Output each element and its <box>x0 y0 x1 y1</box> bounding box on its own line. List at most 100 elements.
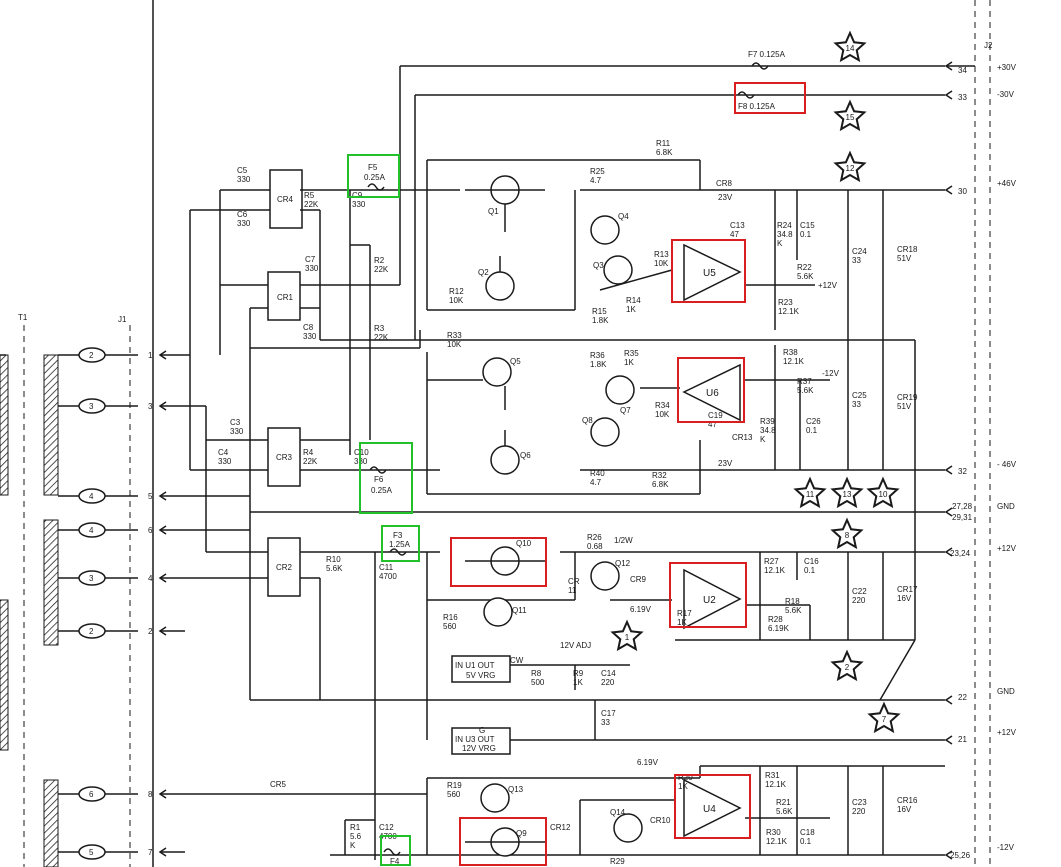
test-point-star: 2 <box>830 649 864 682</box>
highlight-fuse-f4 <box>380 835 411 866</box>
transistor-q8: Q8 <box>582 416 620 447</box>
rail-2324-label: +12V <box>997 544 1017 553</box>
regulator-u3-line1: IN U3 OUT <box>455 735 495 744</box>
j1-tap-1: 2 1 <box>58 347 190 363</box>
transistor-q9-label: Q9 <box>516 829 527 838</box>
test-point-number: 1 <box>625 633 630 642</box>
test-point-star: 8 <box>830 517 864 550</box>
test-point-star: 14 <box>833 30 867 63</box>
rail-34-pin: 34 <box>958 66 967 75</box>
rail-pin-21: 21 +12V <box>944 728 1017 745</box>
transistor-q9: Q9 <box>465 827 545 857</box>
transistor-q4: Q4 <box>590 212 629 245</box>
j1-pin-4: 4 <box>148 574 153 583</box>
highlight-opamp-u4 <box>674 774 751 839</box>
j1-oval-7: 6 <box>89 790 94 799</box>
component-r29-label: R29 <box>610 857 625 866</box>
test-point-number: 12 <box>846 164 855 173</box>
highlights <box>347 82 806 866</box>
fuse-f8-label: F8 0.125A <box>738 102 776 111</box>
test-point-number: 11 <box>806 490 815 499</box>
transistor-q8-label: Q8 <box>582 416 593 425</box>
j1-tap-6: 2 2 <box>58 623 185 639</box>
transistor-q11: Q11 <box>483 597 527 627</box>
j1-oval-1: 2 <box>89 351 94 360</box>
component-cr5-label: CR5 <box>270 780 287 789</box>
regulator-u3-line2: 12V VRG <box>462 744 496 753</box>
rail-pin-gnd1: 27,28 29,31 GND <box>944 502 1015 522</box>
component-cr10-label: CR10 <box>650 816 671 825</box>
rail-34-label: +30V <box>997 63 1017 72</box>
transistor-q5: Q5 <box>427 357 521 410</box>
frame-lines <box>0 0 991 867</box>
rail-22-pin: 22 <box>958 693 967 702</box>
highlight-opamp-u2 <box>669 562 747 628</box>
transistor-q13: Q13 <box>480 783 524 813</box>
test-point-star: 1 <box>610 619 644 652</box>
fuse-f3-value: 1.25A <box>389 540 411 549</box>
j1-pin-2: 2 <box>148 627 153 636</box>
test-point-number: 8 <box>845 531 850 540</box>
component-adj-label: 12V ADJ <box>560 641 591 650</box>
bridge-cr3 <box>267 427 301 487</box>
component-cr9-label: CR9 <box>630 575 647 584</box>
bridge-cr2 <box>267 537 301 597</box>
test-point-number: 14 <box>846 44 855 53</box>
j1-pin-7: 7 <box>148 848 153 857</box>
j1-pin-3: 3 <box>148 402 153 411</box>
component-minus12-label: -12V <box>822 369 840 378</box>
bridge-cr3-label: CR3 <box>276 453 293 462</box>
highlight-opamp-u5 <box>671 239 746 303</box>
j1-tap-5: 3 4 <box>58 570 268 586</box>
transistor-q10-label: Q10 <box>516 539 532 548</box>
rail-32-pin: 32 <box>958 467 967 476</box>
j1-tap-2: 3 3 <box>58 398 206 414</box>
rail-2526-pin: 25,26 <box>950 851 971 860</box>
rail-32-label: - 46V <box>997 460 1017 469</box>
regulator-u1 <box>451 655 511 683</box>
regulator-u1-line2: 5V VRG <box>466 671 495 680</box>
j1-oval-4: 4 <box>89 526 94 535</box>
bridge-cr1 <box>267 271 301 321</box>
fuse-f7-label: F7 0.125A <box>748 50 786 59</box>
rail-pin-25-26: 25,26 -12V <box>944 843 1015 860</box>
opamp-u5-label: U5 <box>703 268 716 279</box>
rail-gnd1-pin-a: 27,28 <box>952 502 973 511</box>
bridge-rectifiers: CR4 CR1 CR3 CR2 <box>267 169 303 597</box>
test-point-number: 7 <box>882 715 887 724</box>
transistor-q3-label: Q3 <box>593 261 604 270</box>
component-v619a-label: 6.19V <box>630 605 652 614</box>
